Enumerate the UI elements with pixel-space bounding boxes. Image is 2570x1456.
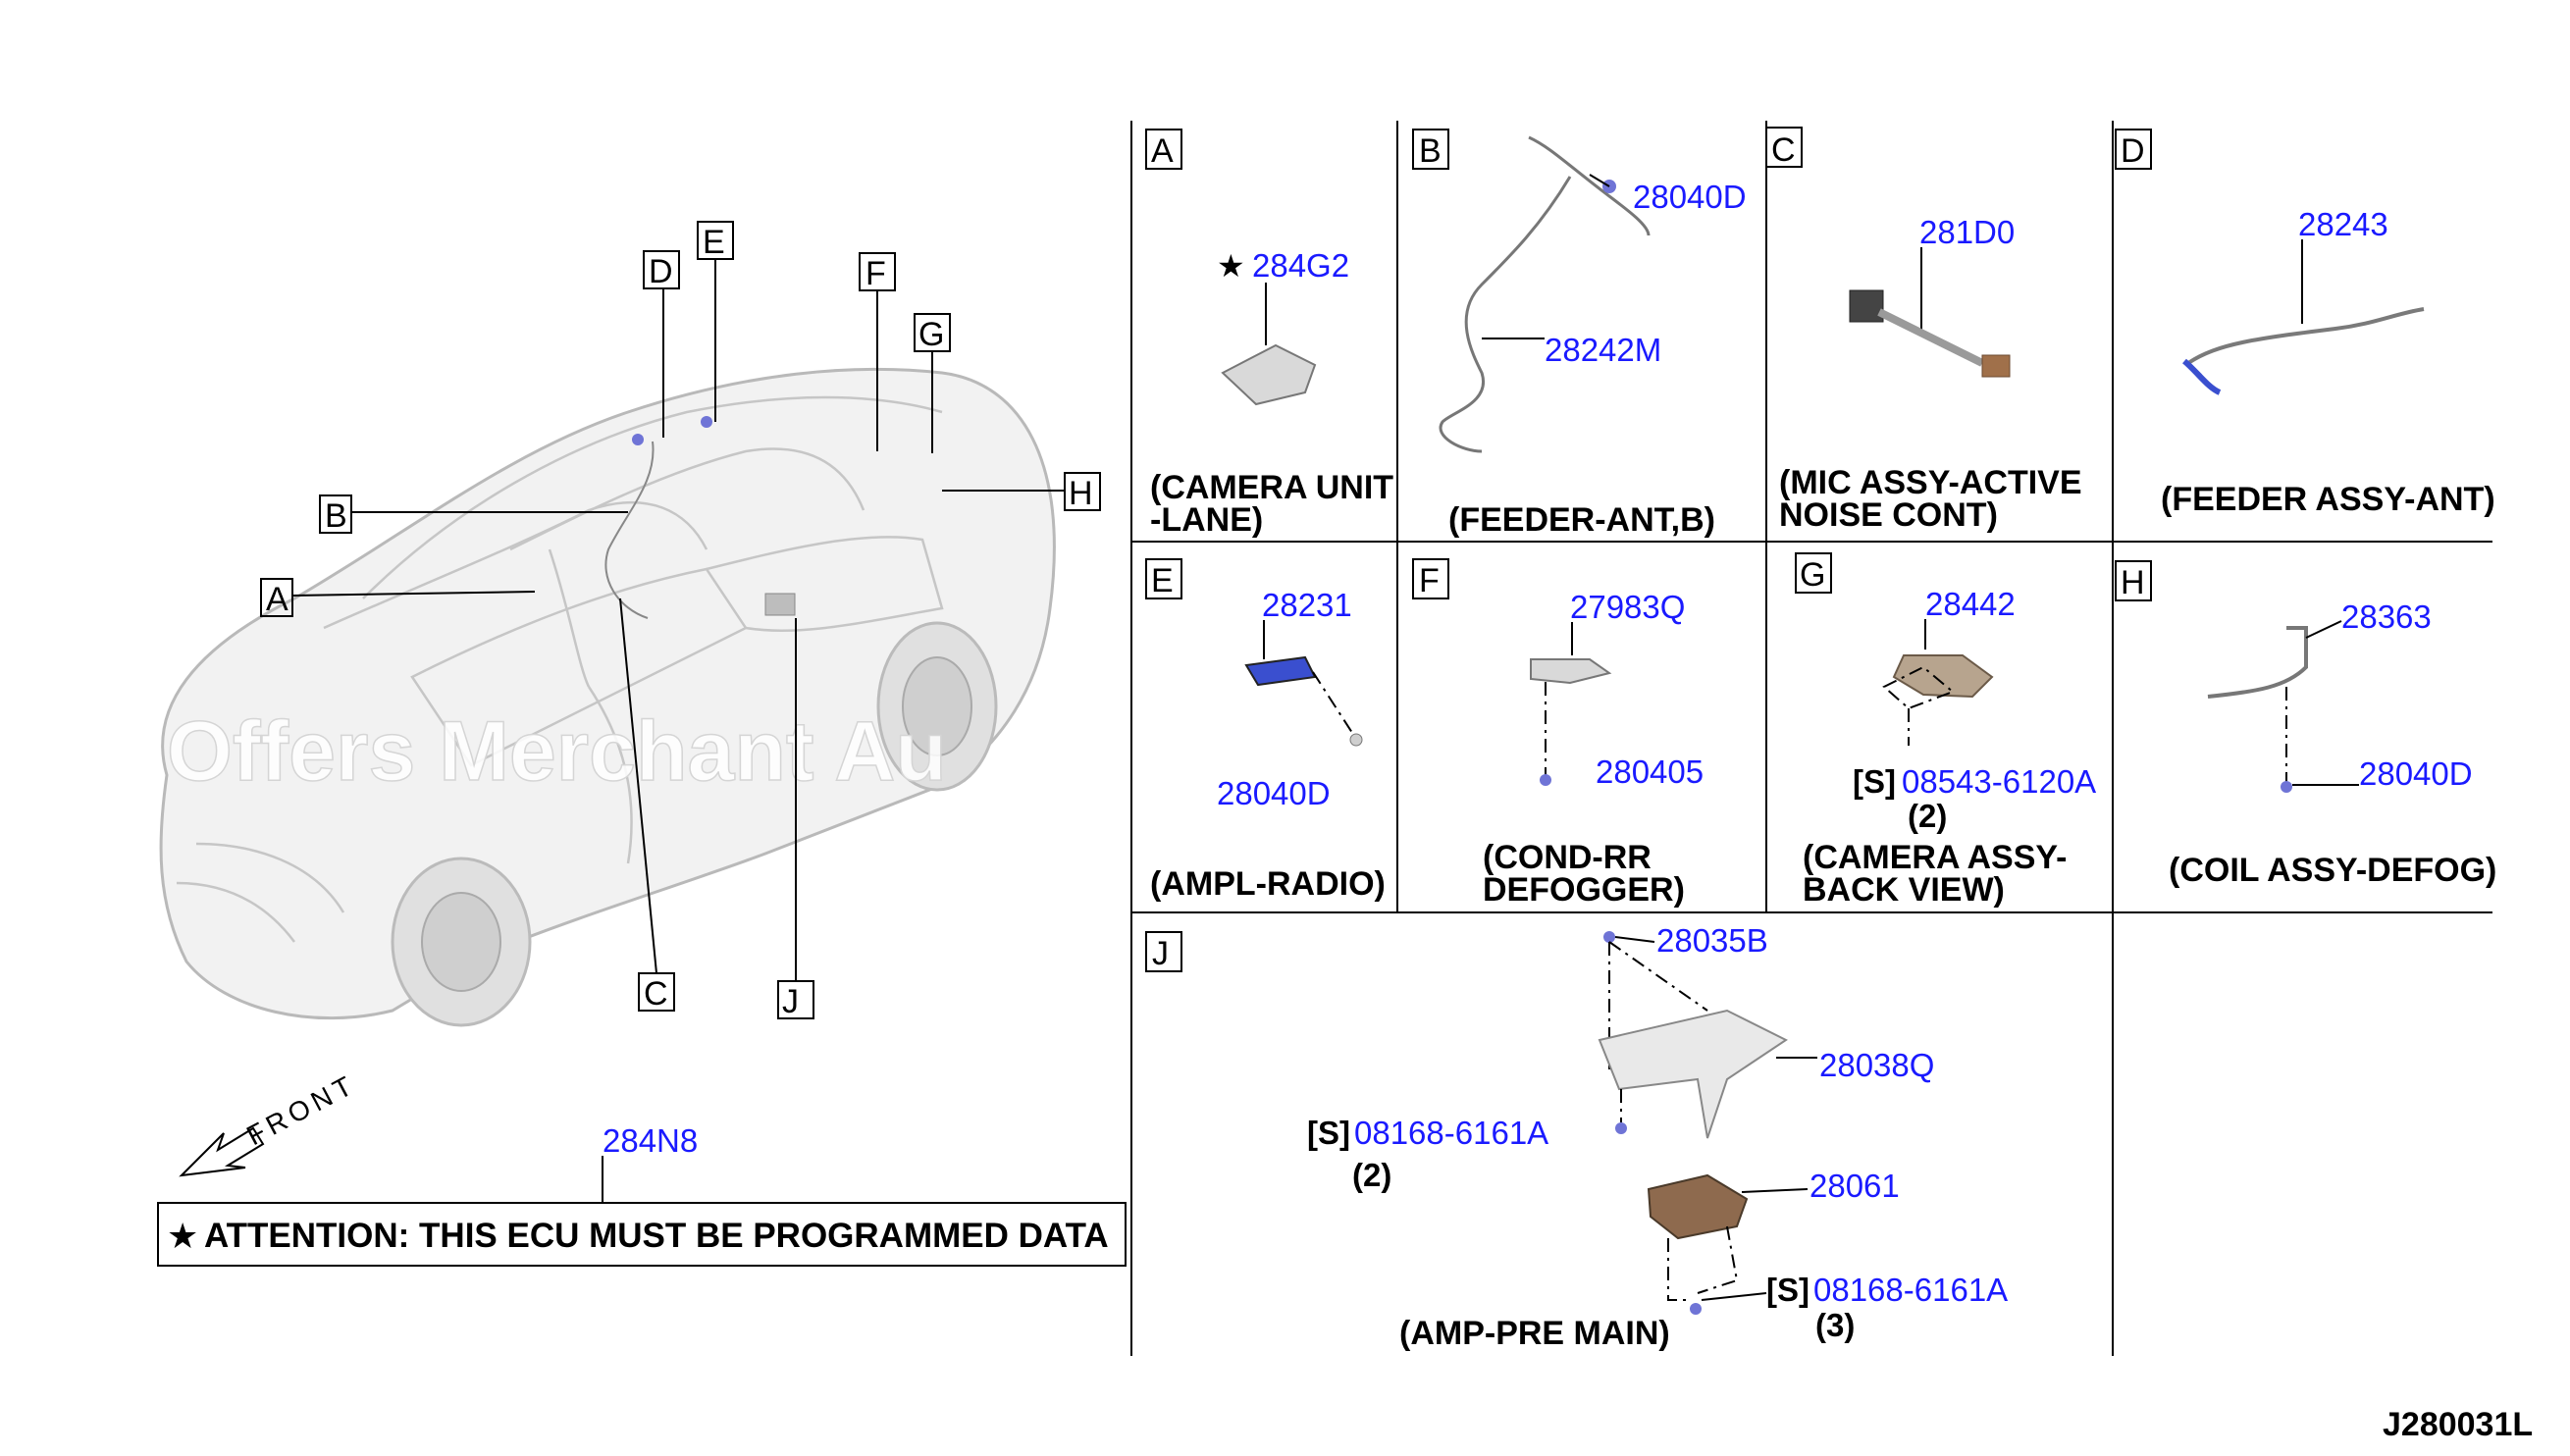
callout-b: B	[325, 497, 347, 535]
part-284g2: 284G2	[1252, 247, 1349, 284]
callout-h: H	[1069, 475, 1093, 512]
part-284n8: 284N8	[603, 1122, 698, 1159]
panel-f-caption-1: (COND-RR	[1483, 839, 1652, 876]
panel-f: F 27983Q 280405 (COND-RR DEFOGGER)	[1412, 558, 1704, 909]
callout-g: G	[918, 316, 944, 353]
s-mark: [S]	[1307, 1115, 1350, 1151]
diagram-code: J280031L	[2383, 1406, 2533, 1443]
camera-unit-lane-illustration	[1221, 343, 1317, 406]
attention-box: ★ ATTENTION: THIS ECU MUST BE PROGRAMMED…	[157, 1202, 1127, 1267]
front-direction-indicator: FRONT	[179, 1068, 361, 1177]
callout-c: C	[644, 975, 668, 1013]
bracket-illustration	[1598, 1009, 1788, 1139]
star-icon: ★	[1217, 248, 1245, 284]
callout-d: D	[649, 253, 673, 290]
fastener-08543-6120a: 08543-6120A	[1902, 763, 2096, 800]
part-281d0: 281D0	[1919, 214, 2015, 250]
fastener-08168-6161a: 08168-6161A	[1813, 1272, 2008, 1308]
part-28231: 28231	[1262, 587, 1352, 623]
panel-b-letter: B	[1419, 132, 1442, 170]
panel-a-caption-1: (CAMERA UNIT	[1150, 469, 1393, 506]
attention-star-icon: ★	[167, 1216, 198, 1256]
panel-a-letter: A	[1151, 132, 1174, 170]
feeder-ant-b-illustration	[1439, 135, 1651, 453]
part-28242m: 28242M	[1545, 332, 1661, 368]
s-mark: [S]	[1853, 763, 1896, 800]
panel-d: D 28243 (FEEDER ASSY-ANT)	[2115, 129, 2495, 518]
panel-f-letter: F	[1419, 562, 1440, 599]
feeder-assy-ant-illustration	[2186, 307, 2425, 365]
overview-callouts: A B C D E F G H J	[260, 221, 1101, 1020]
panel-c-caption-1: (MIC ASSY-ACTIVE	[1779, 464, 2082, 501]
panel-e: E 28231 28040D (AMPL-RADIO)	[1145, 558, 1386, 903]
panel-h-letter: H	[2121, 564, 2145, 601]
part-28243: 28243	[2298, 206, 2388, 242]
panel-e-letter: E	[1151, 562, 1174, 599]
part-28038q: 28038Q	[1819, 1047, 1934, 1083]
part-28040d: 28040D	[2359, 755, 2473, 792]
s-mark: [S]	[1766, 1272, 1809, 1308]
panel-c-caption-2: NOISE CONT)	[1779, 496, 1998, 534]
panel-g-letter: G	[1800, 556, 1825, 594]
panel-grid	[1130, 121, 2492, 1356]
camera-assy-back-view-illustration	[1892, 654, 1994, 699]
part-28061: 28061	[1809, 1168, 1900, 1204]
part-280405: 280405	[1596, 754, 1704, 790]
panel-c: C 281D0 (MIC ASSY-ACTIVE NOISE CONT)	[1765, 127, 2082, 534]
part-27983q: 27983Q	[1570, 589, 1685, 625]
panel-f-caption-2: DEFOGGER)	[1483, 871, 1685, 909]
attention-text: ATTENTION: THIS ECU MUST BE PROGRAMMED D…	[204, 1217, 1109, 1255]
panel-g-caption-1: (CAMERA ASSY-	[1803, 839, 2068, 876]
panel-h: H 28363 28040D (COIL ASSY-DEFOG)	[2115, 560, 2496, 889]
front-label: FRONT	[241, 1068, 361, 1151]
coil-assy-defog-illustration	[2207, 626, 2308, 699]
part-28035b: 28035B	[1656, 922, 1768, 959]
panel-b: B 28040D 28242M (FEEDER-ANT,B)	[1412, 129, 1747, 539]
panel-j: J 28035B 28038Q [S] 08168-6161A (2) 2806…	[1145, 922, 2008, 1352]
panel-g-qty: (2)	[1908, 798, 1947, 834]
panel-a-caption-2: -LANE)	[1150, 501, 1263, 539]
amp-pre-main-illustration	[1647, 1173, 1749, 1240]
part-28040d: 28040D	[1633, 179, 1747, 215]
panel-e-caption: (AMPL-RADIO)	[1150, 865, 1386, 903]
panel-b-caption: (FEEDER-ANT,B)	[1448, 501, 1715, 539]
mic-assy-illustration	[1849, 289, 2011, 378]
panel-j-qty-1: (2)	[1352, 1157, 1391, 1193]
front-arrow-icon	[179, 1126, 265, 1177]
panel-h-caption: (COIL ASSY-DEFOG)	[2169, 852, 2496, 889]
callout-j: J	[782, 983, 799, 1020]
cond-rr-defogger-illustration	[1530, 658, 1612, 685]
callout-f: F	[865, 255, 886, 292]
panel-a: A ★ 284G2 (CAMERA UNIT -LANE)	[1145, 129, 1393, 539]
car-illustration	[159, 367, 1056, 1027]
fastener-08168-6161a: 08168-6161A	[1354, 1115, 1548, 1151]
ampl-radio-illustration	[1244, 655, 1317, 687]
callout-e: E	[703, 224, 725, 261]
part-28040d: 28040D	[1217, 775, 1331, 811]
panel-j-letter: J	[1152, 935, 1169, 972]
callout-a: A	[266, 581, 288, 618]
panel-j-caption: (AMP-PRE MAIN)	[1399, 1315, 1670, 1352]
part-28363: 28363	[2341, 598, 2432, 635]
watermark-text: Offers Merchant Au	[167, 704, 947, 799]
panel-g: G 28442 [S] 08543-6120A (2) (CAMERA ASSY…	[1795, 552, 2096, 909]
panel-d-letter: D	[2121, 132, 2145, 170]
panel-j-qty-2: (3)	[1815, 1307, 1855, 1343]
part-28442: 28442	[1925, 586, 2016, 622]
panel-c-letter: C	[1771, 131, 1796, 169]
panel-d-caption: (FEEDER ASSY-ANT)	[2161, 481, 2495, 518]
panel-g-caption-2: BACK VIEW)	[1803, 871, 2005, 909]
